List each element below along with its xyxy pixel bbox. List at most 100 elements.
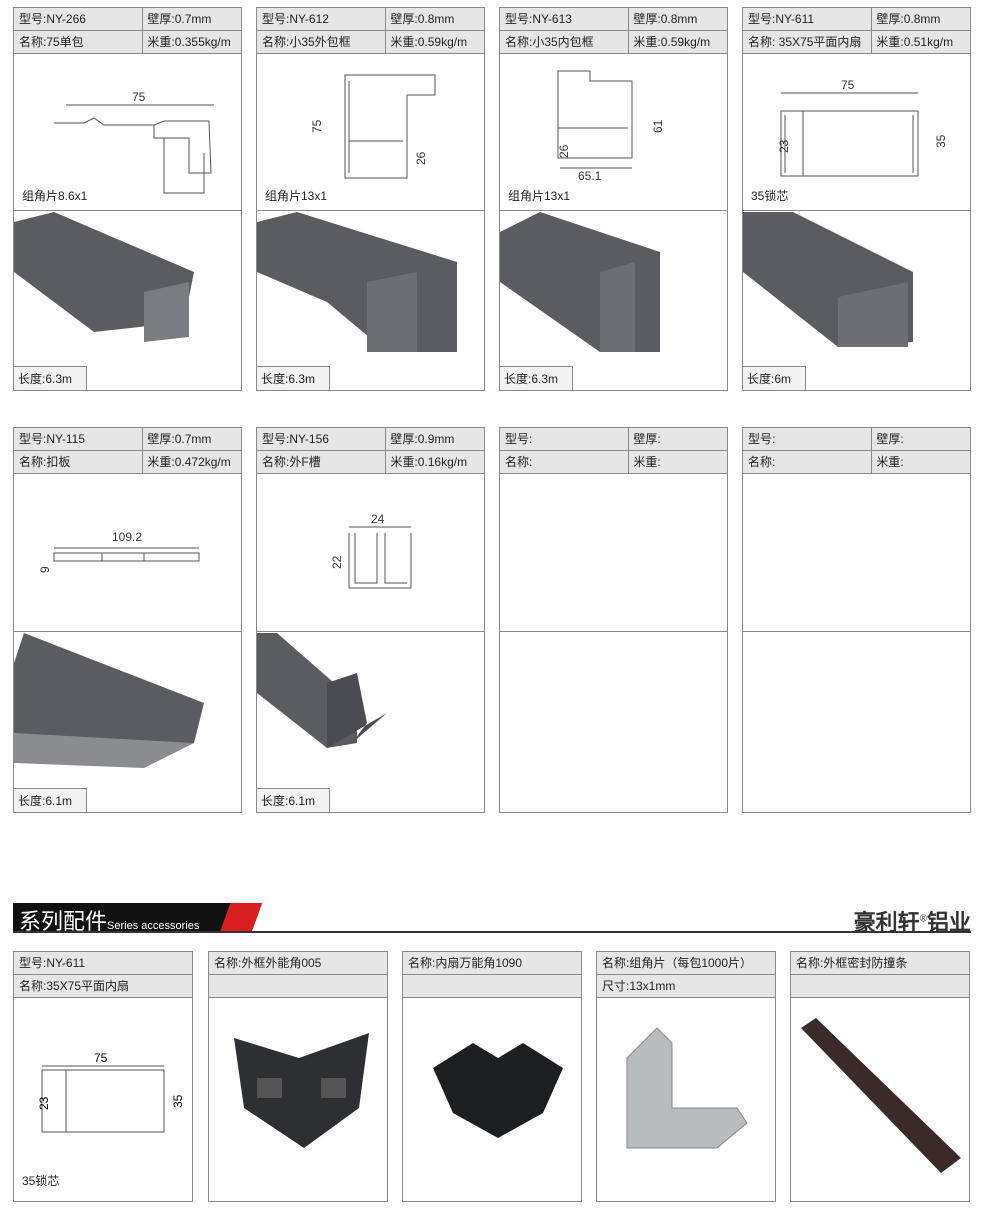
drawing-note: 组角片13x1 — [508, 189, 571, 203]
accessory-card: 名称:外框外能角005 — [208, 951, 388, 1202]
accessory-image — [234, 1033, 369, 1148]
accessory-line2: 名称:35X75平面内扇 — [19, 979, 130, 993]
dimension-label: 35 — [171, 1094, 185, 1108]
drawing-note: 组角片13x1 — [265, 189, 328, 203]
profile-name: 名称:扣板 — [14, 451, 144, 473]
profile-card: 型号:壁厚: 名称:米重: — [499, 427, 728, 813]
wall-thickness: 壁厚:0.9mm — [390, 432, 455, 446]
model-number: 型号:NY-613 — [500, 8, 630, 30]
photo-area: 长度:6.1m — [14, 633, 241, 812]
wall-thickness: 壁厚:0.7mm — [147, 12, 212, 26]
dimension-label: 109.2 — [112, 530, 142, 544]
length-label: 长度:6.3m — [500, 366, 574, 390]
length-label: 长度:6m — [743, 366, 807, 390]
profile-photo — [257, 633, 387, 748]
weight-per-meter: 米重:0.51kg/m — [876, 35, 954, 49]
weight-per-meter: 米重:0.472kg/m — [147, 455, 231, 469]
weight-per-meter: 米重: — [633, 455, 661, 469]
dimension-label: 9 — [38, 566, 52, 573]
wall-thickness: 壁厚:0.7mm — [147, 432, 212, 446]
model-number: 型号:NY-612 — [257, 8, 387, 30]
wall-thickness: 壁厚: — [633, 432, 661, 446]
profile-name: 名称:75单包 — [14, 31, 144, 53]
dimension-label: 65.1 — [578, 169, 602, 183]
profile-name: 名称:外F槽 — [257, 451, 387, 473]
accessory-card: 型号:NY-611 名称:35X75平面内扇 75 23 35 35锁芯 — [13, 951, 193, 1202]
length-label: 长度:6.1m — [257, 788, 331, 812]
accessory-card: 名称:组角片（每包1000片） 尺寸:13x1mm — [596, 951, 776, 1202]
accessory-card: 名称:外框密封防撞条 — [790, 951, 970, 1202]
accessory-image — [626, 1027, 748, 1149]
model-number: 型号:NY-156 — [257, 428, 387, 450]
dimension-label: 26 — [414, 151, 428, 165]
accessory-line2: 尺寸:13x1mm — [602, 979, 676, 993]
dimension-label: 75 — [310, 119, 324, 133]
accessory-line1: 名称:内扇万能角1090 — [408, 956, 523, 970]
section-header: 系列配件Series accessories 豪利轩®铝业 — [13, 903, 971, 935]
profile-drawing — [500, 473, 727, 632]
brand-logo: 豪利轩®铝业 — [854, 905, 971, 937]
accessory-line2 — [209, 975, 387, 997]
accessory-image — [433, 1043, 563, 1138]
dimension-label: 23 — [37, 1096, 51, 1110]
profile-drawing: 24 22 — [257, 473, 484, 632]
dimension-label: 23 — [777, 139, 791, 153]
dimension-label: 61 — [651, 119, 665, 133]
model-number: 型号:NY-115 — [14, 428, 144, 450]
accessory-line1: 型号:NY-611 — [19, 956, 86, 970]
drawing-note: 35锁芯 — [751, 189, 789, 203]
dimension-label: 75 — [132, 90, 146, 104]
section-title: 系列配件 — [19, 909, 108, 934]
accessory-line2 — [403, 975, 581, 997]
model-number: 型号: — [743, 428, 873, 450]
profile-photo — [743, 212, 913, 347]
weight-per-meter: 米重:0.355kg/m — [147, 35, 231, 49]
model-number: 型号: — [500, 428, 630, 450]
length-label: 长度:6.1m — [14, 788, 88, 812]
photo-area — [743, 633, 970, 812]
photo-area: 长度:6.1m — [257, 633, 484, 812]
wall-thickness: 壁厚:0.8mm — [633, 12, 698, 26]
accessory-image — [801, 1018, 961, 1173]
accessory-card: 名称:内扇万能角1090 — [402, 951, 582, 1202]
accessory-line1: 名称:外框密封防撞条 — [796, 956, 908, 970]
profile-photo — [14, 212, 194, 342]
profile-name: 名称: 35X75平面内扇 — [743, 31, 873, 53]
accessory-line2 — [791, 975, 969, 997]
profile-drawing: 75 26 组角片13x1 — [257, 53, 484, 211]
accessory-line1: 名称:外框外能角005 — [214, 956, 322, 970]
photo-area: 长度:6.3m — [14, 212, 241, 390]
length-label: 长度:6.3m — [257, 366, 331, 390]
model-number: 型号:NY-611 — [743, 8, 873, 30]
brand-name: 豪利轩 — [853, 910, 920, 935]
dimension-label: 75 — [94, 1051, 108, 1065]
dimension-label: 22 — [330, 555, 344, 569]
weight-per-meter: 米重:0.59kg/m — [633, 35, 711, 49]
section-title-banner — [13, 903, 268, 931]
section-subtitle: Series accessories — [107, 920, 200, 932]
model-number: 型号:NY-266 — [14, 8, 144, 30]
dimension-label: 35 — [934, 134, 948, 148]
photo-area: 长度:6m — [743, 212, 970, 390]
accessory-image: 75 23 35 — [37, 1051, 185, 1133]
profile-photo — [14, 633, 204, 768]
accessory-line1: 名称:组角片（每包1000片） — [602, 956, 753, 970]
dimension-label: 24 — [371, 512, 385, 526]
weight-per-meter: 米重:0.59kg/m — [390, 35, 468, 49]
profile-name: 名称:小35外包框 — [257, 31, 387, 53]
drawing-note: 35锁芯 — [22, 1174, 60, 1188]
wall-thickness: 壁厚:0.8mm — [876, 12, 941, 26]
wall-thickness: 壁厚: — [876, 432, 904, 446]
weight-per-meter: 米重:0.16kg/m — [390, 455, 468, 469]
profile-photo — [257, 212, 457, 352]
